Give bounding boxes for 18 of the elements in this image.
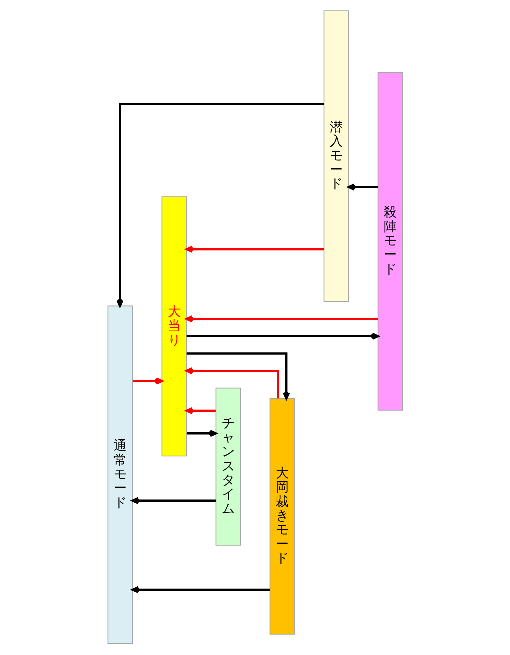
arrow xyxy=(185,316,378,323)
arrow xyxy=(185,407,216,415)
node-box: 大当り xyxy=(161,196,187,457)
arrow xyxy=(132,378,163,385)
arrow xyxy=(186,430,217,438)
arrow xyxy=(347,184,378,191)
arrow xyxy=(131,586,270,594)
arrow xyxy=(116,102,324,308)
arrow xyxy=(185,246,324,254)
node-box: 潜入モード xyxy=(323,10,349,302)
arrow xyxy=(131,497,216,504)
arrow xyxy=(186,352,290,400)
node-box: 大岡裁きモード xyxy=(269,398,295,635)
arrow xyxy=(185,368,279,399)
arrow xyxy=(186,332,379,340)
node-box: チャンスタイム xyxy=(215,388,241,546)
node-box: 殺陣モード xyxy=(377,72,403,411)
node-box: 通常モード xyxy=(107,306,133,644)
